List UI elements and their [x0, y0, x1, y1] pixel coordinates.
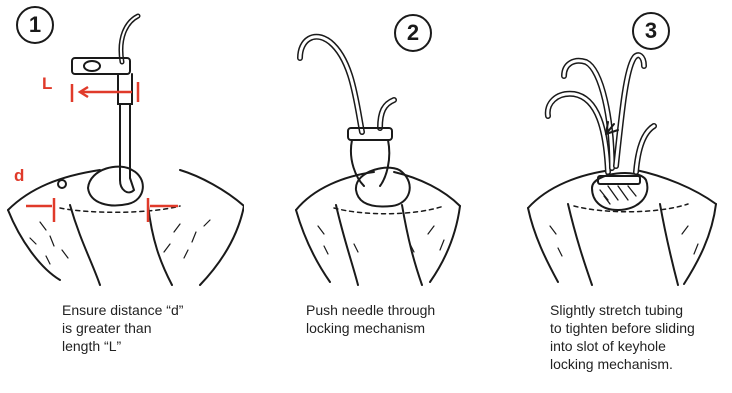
step-3-caption: Slightly stretch tubing to tighten befor… [550, 301, 695, 373]
step-1-number-badge: 1 [16, 6, 54, 44]
step-3-panel: 3 Slightly stretch tubing to tighten bef… [488, 0, 732, 393]
step-2-panel: 2 Push needle through locking mechanism [244, 0, 488, 393]
step-1-panel: 1 L d Ensure distance “d” is greater tha… [0, 0, 244, 393]
step-2-illustration [244, 0, 488, 290]
distance-label: d [14, 166, 24, 186]
step-2-caption: Push needle through locking mechanism [306, 301, 435, 337]
step-3-illustration [488, 0, 732, 290]
step-1-caption: Ensure distance “d” is greater than leng… [62, 301, 183, 355]
length-label: L [42, 74, 52, 94]
step-2-number-badge: 2 [394, 14, 432, 52]
step-3-number-badge: 3 [632, 12, 670, 50]
